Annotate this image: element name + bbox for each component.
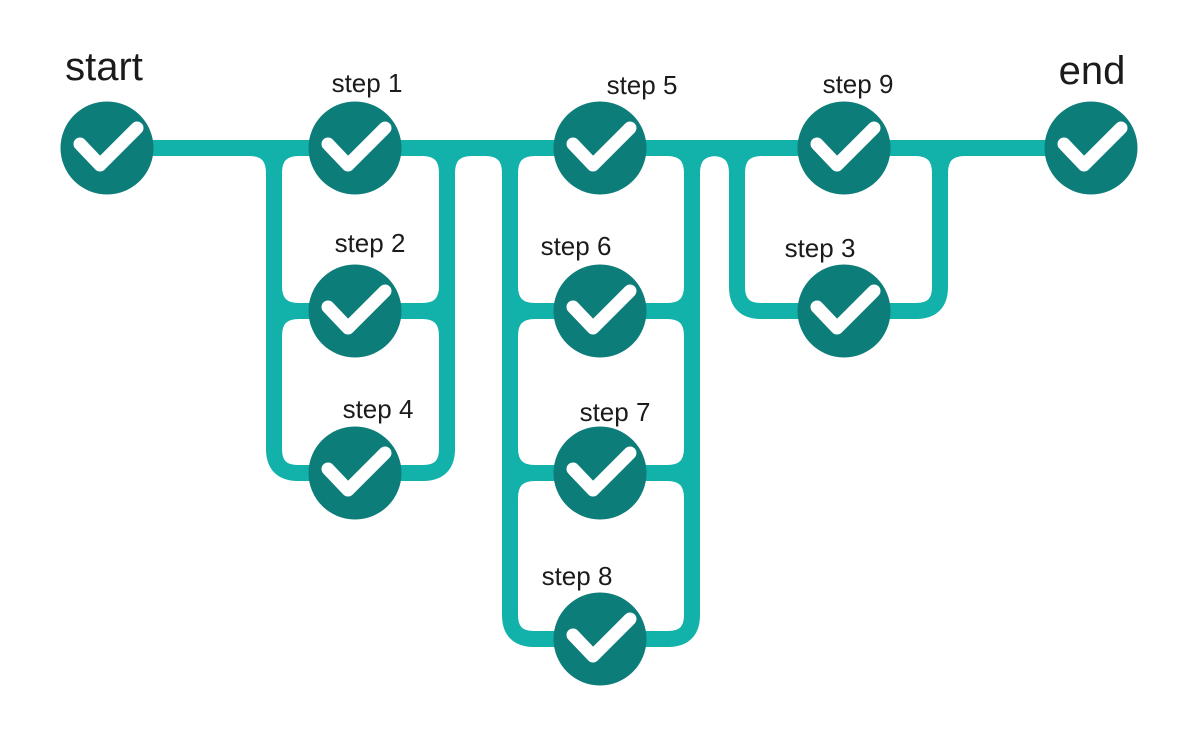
node-step5 xyxy=(553,101,647,195)
node-step7 xyxy=(553,426,647,520)
node-end xyxy=(1044,101,1138,195)
node-label-step8: step 8 xyxy=(541,561,613,591)
node-label-end: end xyxy=(1058,49,1126,93)
node-label-step2: step 2 xyxy=(334,228,406,258)
node-circle-step5 xyxy=(553,101,647,195)
check-icon xyxy=(566,121,637,172)
connector-column-3 xyxy=(711,140,966,319)
node-circle-step9 xyxy=(797,101,891,195)
node-label-step6: step 6 xyxy=(540,231,612,261)
node-circle-step4 xyxy=(308,426,402,520)
node-step3 xyxy=(797,264,891,358)
node-label-step9: step 9 xyxy=(822,69,894,99)
node-label-start: start xyxy=(65,45,143,89)
check-icon xyxy=(810,284,881,335)
check-icon xyxy=(1057,121,1128,172)
node-circle-step3 xyxy=(797,264,891,358)
node-label-step4: step 4 xyxy=(342,394,414,424)
node-circle-step6 xyxy=(553,264,647,358)
check-icon xyxy=(566,446,637,497)
node-circle-step1 xyxy=(308,101,402,195)
check-icon xyxy=(566,284,637,335)
node-start xyxy=(60,101,154,195)
node-label-step5: step 5 xyxy=(606,70,678,100)
node-step1 xyxy=(308,101,402,195)
node-step4 xyxy=(308,426,402,520)
node-step8 xyxy=(553,592,647,686)
connector-column-1 xyxy=(248,140,473,481)
node-circle-end xyxy=(1044,101,1138,195)
node-step9 xyxy=(797,101,891,195)
node-circle-start xyxy=(60,101,154,195)
check-icon xyxy=(321,121,392,172)
node-circle-step2 xyxy=(308,264,402,358)
node-label-step7: step 7 xyxy=(579,397,651,427)
node-circle-step7 xyxy=(553,426,647,520)
check-icon xyxy=(73,121,144,172)
node-step2 xyxy=(308,264,402,358)
check-icon xyxy=(321,446,392,497)
check-icon xyxy=(321,284,392,335)
connector-column-2 xyxy=(484,140,718,647)
node-step6 xyxy=(553,264,647,358)
check-icon xyxy=(566,612,637,663)
check-icon xyxy=(810,121,881,172)
node-circle-step8 xyxy=(553,592,647,686)
node-label-step1: step 1 xyxy=(331,68,403,98)
node-label-step3: step 3 xyxy=(784,233,856,263)
